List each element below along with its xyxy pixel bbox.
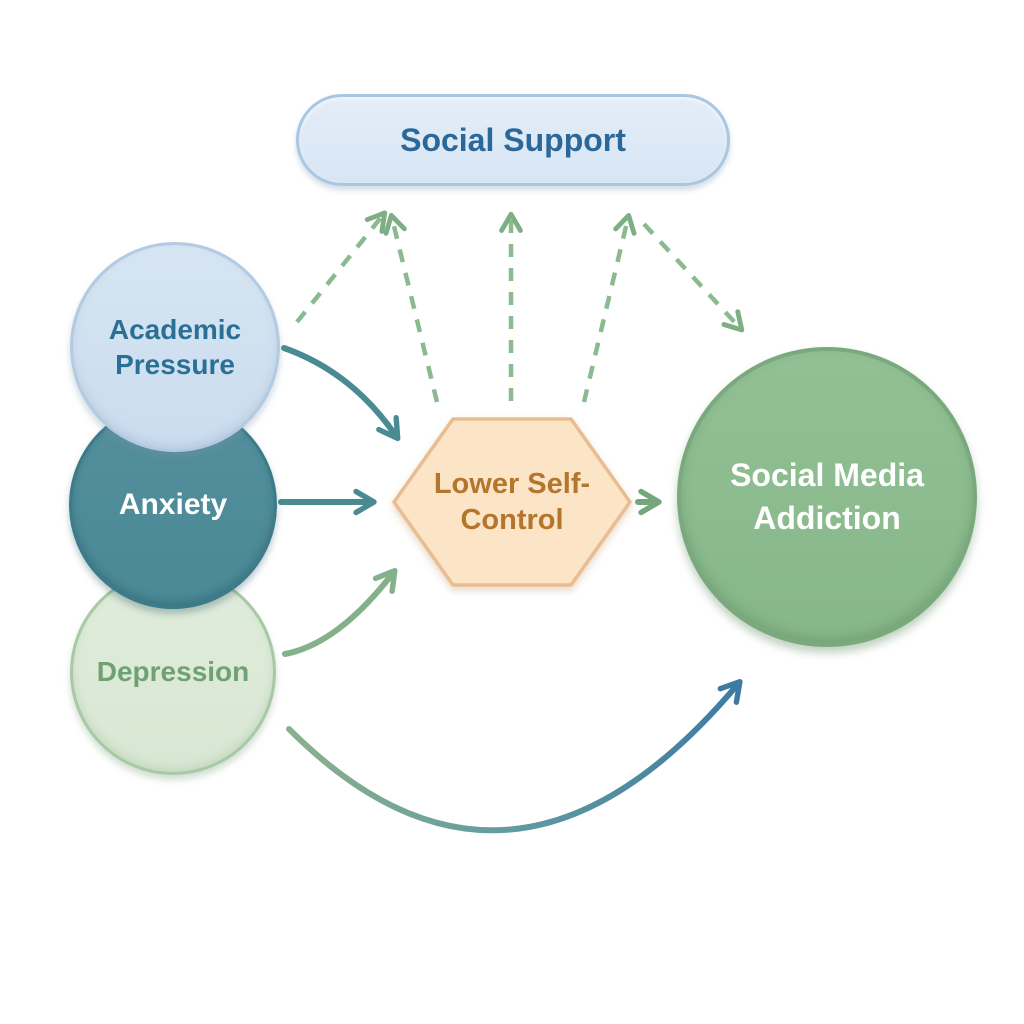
node-anxiety[interactable]: Anxiety — [69, 401, 277, 609]
edge-depression-to-addiction-direct — [286, 679, 743, 834]
lower-self-control-label: Lower Self-Control — [433, 467, 591, 536]
edge-academic-to-self-control — [281, 345, 401, 442]
academic-pressure-label: Academic Pressure — [108, 314, 242, 380]
edge-depression-to-self-control — [282, 567, 398, 657]
edge-social-support-to-addiction — [642, 222, 745, 333]
anxiety-label: Anxiety — [118, 488, 228, 521]
depression-label: Depression — [96, 656, 250, 687]
edge-self-control-to-social-support-left — [383, 212, 440, 403]
node-lower-self-control[interactable]: Lower Self-Control — [392, 416, 632, 588]
hexagon-shape — [392, 417, 632, 587]
node-social-support[interactable]: Social Support — [296, 94, 730, 186]
node-social-media-addiction[interactable]: Social Media Addiction — [677, 347, 977, 647]
edge-self-control-to-social-support-right — [581, 212, 637, 403]
social-support-label: Social Support — [400, 121, 626, 158]
edge-academic-to-social-support — [295, 210, 388, 324]
social-media-addiction-label: Social Media Addiction — [730, 456, 924, 536]
node-academic-pressure[interactable]: Academic Pressure — [70, 242, 280, 452]
